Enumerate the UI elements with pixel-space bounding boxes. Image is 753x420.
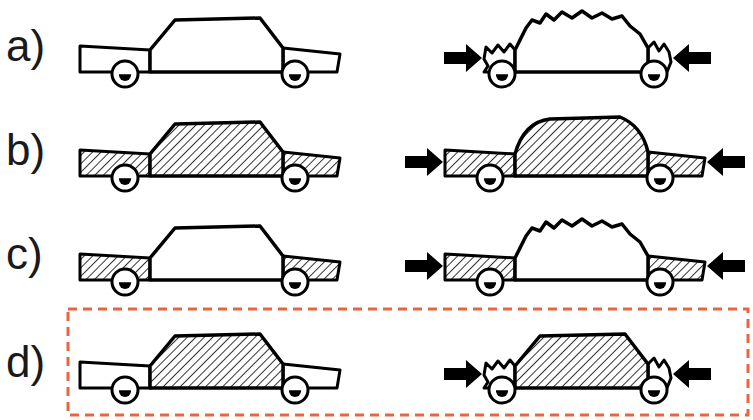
intact-car xyxy=(80,18,340,87)
crushed-car xyxy=(405,117,745,191)
row-label: d) xyxy=(6,340,45,384)
row-label: a) xyxy=(6,24,45,68)
crushed-car xyxy=(444,334,711,403)
intact-car xyxy=(80,122,340,191)
crushed-car xyxy=(405,219,745,295)
row-label: c) xyxy=(6,232,43,276)
intact-car xyxy=(80,226,340,295)
intact-car xyxy=(80,334,340,403)
highlight-frame xyxy=(68,309,748,415)
crushed-car xyxy=(444,11,711,87)
row-label: b) xyxy=(6,128,45,172)
